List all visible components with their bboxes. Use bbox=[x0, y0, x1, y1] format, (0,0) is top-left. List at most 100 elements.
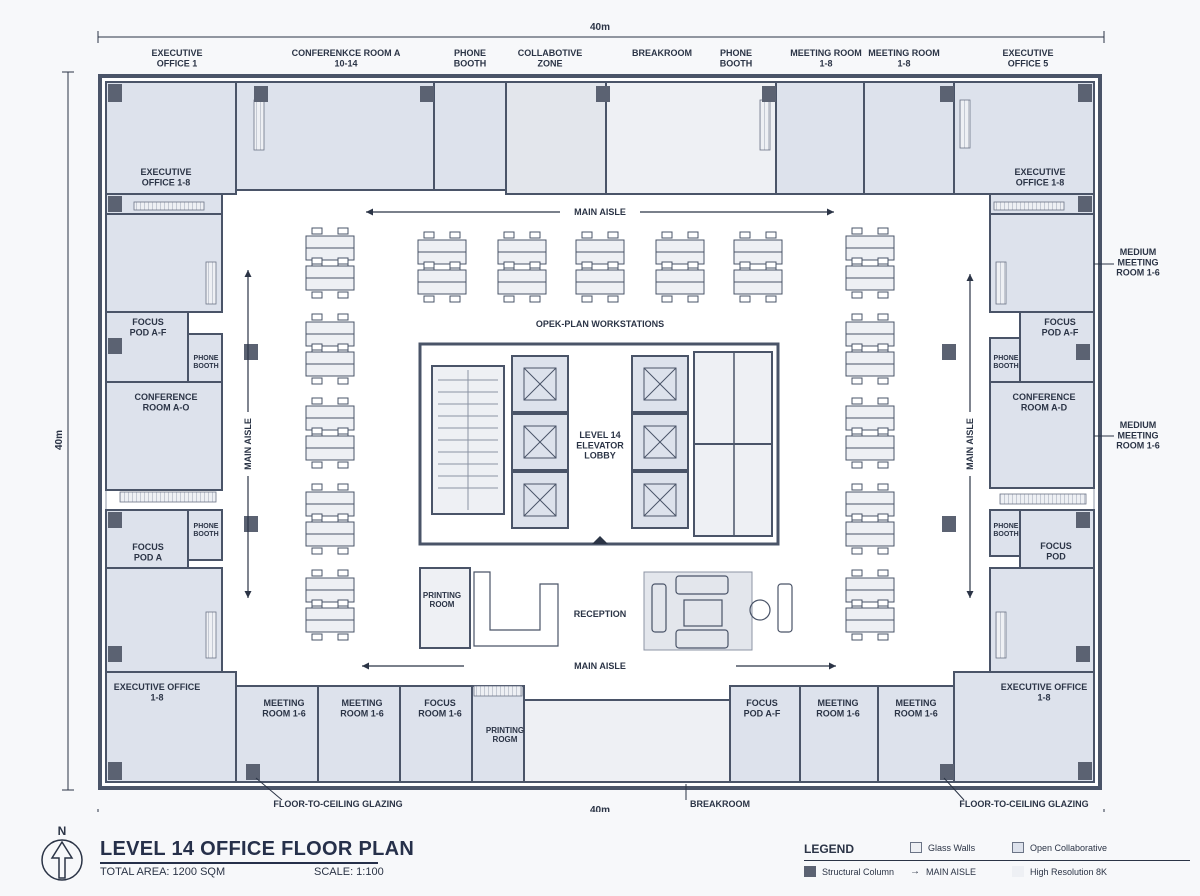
workstation-cluster bbox=[845, 427, 895, 469]
workstation-cluster bbox=[733, 261, 783, 303]
workstation-cluster bbox=[845, 599, 895, 641]
reception-lounge bbox=[643, 571, 753, 651]
aisle-arrows bbox=[244, 208, 974, 670]
dimension-lines bbox=[62, 31, 1105, 812]
workstation-clusters bbox=[305, 227, 895, 641]
legend-high-res-label: High Resolution 8K bbox=[1030, 866, 1108, 877]
workstation-cluster bbox=[655, 261, 705, 303]
workstation-cluster bbox=[497, 231, 547, 273]
open-collab-swatch bbox=[1012, 842, 1024, 853]
legend: LEGEND Glass Walls Open Collaborative St… bbox=[804, 840, 1194, 890]
workstation-cluster bbox=[305, 227, 355, 269]
workstation-cluster bbox=[305, 313, 355, 355]
dim-bottom: 40m bbox=[590, 805, 610, 812]
legend-glass-walls-label: Glass Walls bbox=[928, 842, 976, 853]
title-rule bbox=[100, 862, 378, 864]
north-label: N bbox=[57, 824, 67, 838]
workstation-cluster bbox=[655, 231, 705, 273]
workstation-cluster bbox=[575, 231, 625, 273]
aisle-arrow-icon: → bbox=[910, 866, 920, 877]
legend-glass-walls: Glass Walls bbox=[910, 842, 975, 853]
label-open-plan: OPEK-PLAN WORKSTATIONS bbox=[536, 319, 664, 329]
label-reception: RECEPTION bbox=[574, 609, 627, 619]
workstation-cluster bbox=[845, 397, 895, 439]
legend-title: LEGEND bbox=[804, 842, 855, 856]
workstation-cluster bbox=[305, 343, 355, 385]
glazing-strips bbox=[119, 99, 1087, 697]
reception-desk bbox=[473, 571, 793, 649]
workstation-cluster bbox=[497, 261, 547, 303]
workstation-cluster bbox=[305, 257, 355, 299]
legend-open-collab-label: Open Collaborative bbox=[1030, 842, 1108, 853]
plan-title: LEVEL 14 OFFICE FLOOR PLAN bbox=[100, 838, 415, 860]
legend-rule bbox=[804, 860, 1190, 861]
workstation-cluster bbox=[845, 483, 895, 525]
workstation-cluster bbox=[845, 343, 895, 385]
central-core bbox=[418, 342, 780, 546]
workstation-cluster bbox=[845, 257, 895, 299]
label-breakroom-top: BREAKROOM bbox=[632, 48, 692, 58]
dim-left: 40m bbox=[54, 430, 65, 450]
scale-text: SCALE: 1:100 bbox=[314, 866, 384, 878]
legend-open-collab: Open Collaborative bbox=[1012, 842, 1107, 853]
workstation-cluster bbox=[845, 313, 895, 355]
callout-leaders bbox=[255, 263, 1114, 801]
floor-plan: 40m 40m 40m bbox=[54, 22, 1160, 812]
legend-main-aisle-label: MAIN AISLE bbox=[926, 866, 977, 877]
workstation-cluster bbox=[305, 513, 355, 555]
label-aisle-right: MAIN AISLE bbox=[965, 418, 975, 470]
workstation-cluster bbox=[845, 227, 895, 269]
callout-glazing-right: FLOOR-TO-CEILING GLAZING bbox=[959, 799, 1088, 809]
workstation-cluster bbox=[417, 261, 467, 303]
glass-walls-swatch bbox=[910, 842, 922, 853]
high-res-swatch bbox=[1012, 866, 1024, 877]
north-arrow-icon bbox=[41, 839, 83, 881]
workstation-cluster bbox=[733, 231, 783, 273]
structural-columns bbox=[108, 84, 1092, 780]
legend-high-res: High Resolution 8K bbox=[1012, 866, 1107, 877]
legend-structural-column-label: Structural Column bbox=[822, 866, 895, 877]
workstation-cluster bbox=[305, 483, 355, 525]
legend-main-aisle: → MAIN AISLE bbox=[910, 866, 976, 877]
workstation-cluster bbox=[417, 231, 467, 273]
north-arrow: N bbox=[38, 824, 86, 884]
label-aisle-left: MAIN AISLE bbox=[243, 418, 253, 470]
workstation-cluster bbox=[845, 513, 895, 555]
workstation-cluster bbox=[575, 261, 625, 303]
legend-structural-column: Structural Column bbox=[804, 866, 894, 877]
dim-top: 40m bbox=[590, 22, 610, 33]
callout-glazing-left: FLOOR-TO-CEILING GLAZING bbox=[273, 799, 402, 809]
label-aisle-bottom: MAIN AISLE bbox=[574, 661, 626, 671]
printing-room-core bbox=[419, 567, 471, 649]
